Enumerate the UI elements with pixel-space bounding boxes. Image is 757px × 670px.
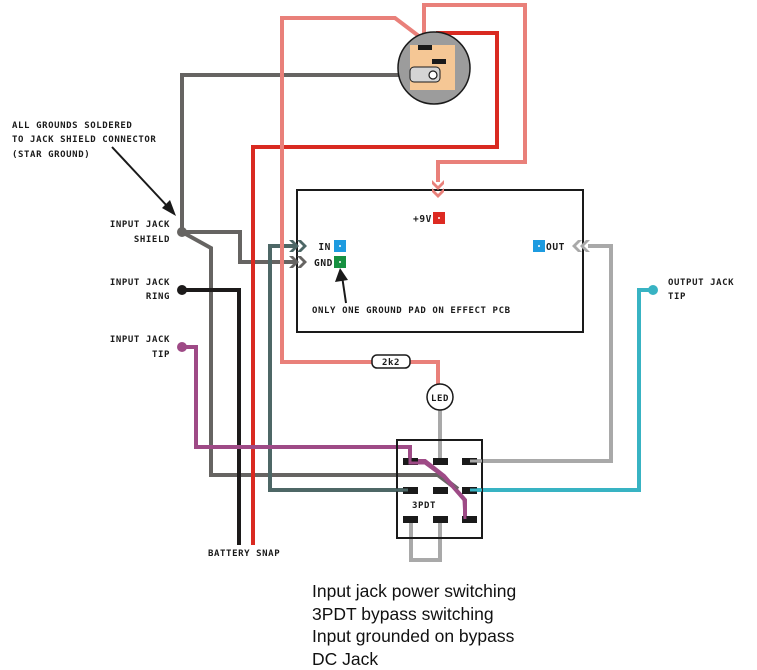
output-tip-label-line1: OUTPUT JACK (668, 278, 734, 288)
ring-label-line2: RING (146, 292, 170, 302)
wire-output-tip (474, 288, 652, 492)
wire-input-tip (182, 345, 467, 518)
star-ground-note-line2: TO JACK SHIELD CONNECTOR (12, 135, 156, 145)
pcb-ground-note: ONLY ONE GROUND PAD ON EFFECT PCB (312, 306, 511, 316)
lug-4 (403, 487, 418, 494)
output-jack-tip-node (648, 285, 658, 295)
tip-label-line1: INPUT JACK (110, 335, 170, 345)
shield-label-line1: INPUT JACK (110, 220, 170, 230)
caption-line-2: 3PDT bypass switching (312, 603, 494, 624)
switch-label: 3PDT (412, 501, 436, 511)
caption: Input jack power switching 3PDT bypass s… (312, 580, 516, 670)
star-ground-arrowhead (162, 200, 176, 216)
arrow-pcb-gnd (289, 256, 307, 268)
caption-line-4: DC Jack (312, 648, 379, 669)
caption-line-3: Input grounded on bypass (312, 626, 515, 646)
dc-jack-lug-top (418, 45, 432, 50)
star-ground-note-line3: (STAR GROUND) (12, 150, 90, 160)
lug-7 (403, 516, 418, 523)
resistor-2k2: 2k2 (371, 354, 411, 369)
caption-line-1: Input jack power switching (312, 581, 517, 601)
output-tip-label-line2: TIP (668, 292, 686, 302)
pcb-9v-label: +9V (413, 214, 432, 225)
lug-5 (433, 487, 448, 494)
input-jack-shield-node (177, 227, 187, 237)
arrow-pcb-out (572, 240, 590, 252)
svg-text:LED: LED (431, 394, 449, 404)
wire-led-supply (280, 16, 426, 364)
pcb-ground-arrowhead (335, 268, 348, 282)
arrow-9v-in (432, 180, 444, 198)
input-jack-tip-node (177, 342, 187, 352)
star-ground-note-line1: ALL GROUNDS SOLDERED (12, 121, 132, 131)
wire-switch-jumper (409, 520, 442, 562)
wire-9v-supply (422, 3, 527, 182)
wire-ground-dc-jack (180, 73, 410, 232)
lug-3 (462, 458, 477, 465)
battery-snap-label: BATTERY SNAP (208, 549, 280, 559)
wire-led-resistor-led (410, 360, 440, 385)
pcb-in-label: IN (318, 242, 331, 253)
pcb-gnd-label: GND (314, 258, 333, 269)
lug-8 (433, 516, 448, 523)
pcb-out-label: OUT (546, 242, 565, 253)
svg-text:2k2: 2k2 (382, 358, 400, 368)
wire-pcb-out (474, 244, 613, 463)
input-jack-ring-node (177, 285, 187, 295)
arrow-pcb-in (289, 240, 307, 252)
shield-label-line2: SHIELD (134, 235, 170, 245)
lug-9 (462, 516, 477, 523)
dc-jack-lug-center (432, 59, 446, 64)
lug-2 (433, 458, 448, 465)
dc-jack (397, 31, 471, 105)
wire-battery-positive (251, 31, 499, 545)
lug-6 (462, 487, 477, 494)
led: LED (426, 383, 454, 411)
tip-label-line2: TIP (152, 350, 170, 360)
ring-label-line1: INPUT JACK (110, 278, 170, 288)
wire-ring-battery (182, 288, 241, 545)
star-ground-arrow (111, 146, 169, 208)
